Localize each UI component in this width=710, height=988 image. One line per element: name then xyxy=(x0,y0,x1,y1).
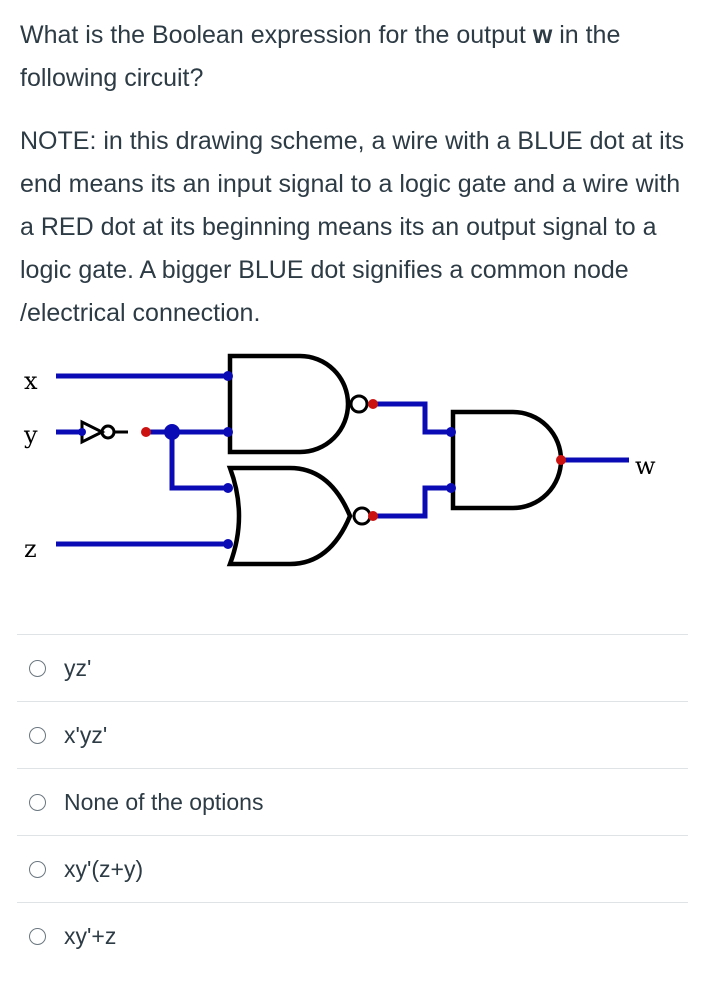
question-note: NOTE: in this drawing scheme, a wire wit… xyxy=(20,127,685,327)
input-label-z: z xyxy=(24,535,37,563)
answer-label: xy'+z xyxy=(64,922,117,949)
nand-gate-bottom xyxy=(226,465,372,567)
not-gate xyxy=(80,419,128,445)
answer-option[interactable]: x'yz' xyxy=(17,701,688,768)
circuit-diagram: x y z w xyxy=(23,353,656,567)
radio-button[interactable] xyxy=(29,793,46,811)
common-node-dot xyxy=(164,424,180,440)
nand-gate-top xyxy=(227,353,369,455)
answer-list: yz' x'yz' None of the options xy'(z+y) x… xyxy=(17,634,688,969)
answer-label: x'yz' xyxy=(64,721,108,748)
answer-option[interactable]: xy'(z+y) xyxy=(17,835,688,902)
input-dots xyxy=(78,371,456,549)
radio-button[interactable] xyxy=(29,659,46,677)
answer-label: xy'(z+y) xyxy=(64,855,144,882)
output-dots xyxy=(141,399,566,521)
input-label-x: x xyxy=(24,367,38,395)
wires xyxy=(56,373,629,547)
radio-button[interactable] xyxy=(29,726,46,744)
and-gate-output xyxy=(450,409,564,511)
answer-option[interactable]: xy'+z xyxy=(17,902,688,969)
answer-option[interactable]: None of the options xyxy=(17,768,688,835)
radio-button[interactable] xyxy=(29,927,46,945)
radio-button[interactable] xyxy=(29,860,46,878)
input-label-y: y xyxy=(23,421,38,449)
answer-label: yz' xyxy=(64,654,92,681)
answer-option[interactable]: yz' xyxy=(17,634,688,701)
output-variable: w xyxy=(532,21,553,49)
answer-label: None of the options xyxy=(64,788,264,815)
question-prompt: What is the Boolean expression for the o… xyxy=(20,21,621,92)
output-label-w: w xyxy=(635,452,656,480)
question-text: What is the Boolean expression for the o… xyxy=(20,14,692,335)
